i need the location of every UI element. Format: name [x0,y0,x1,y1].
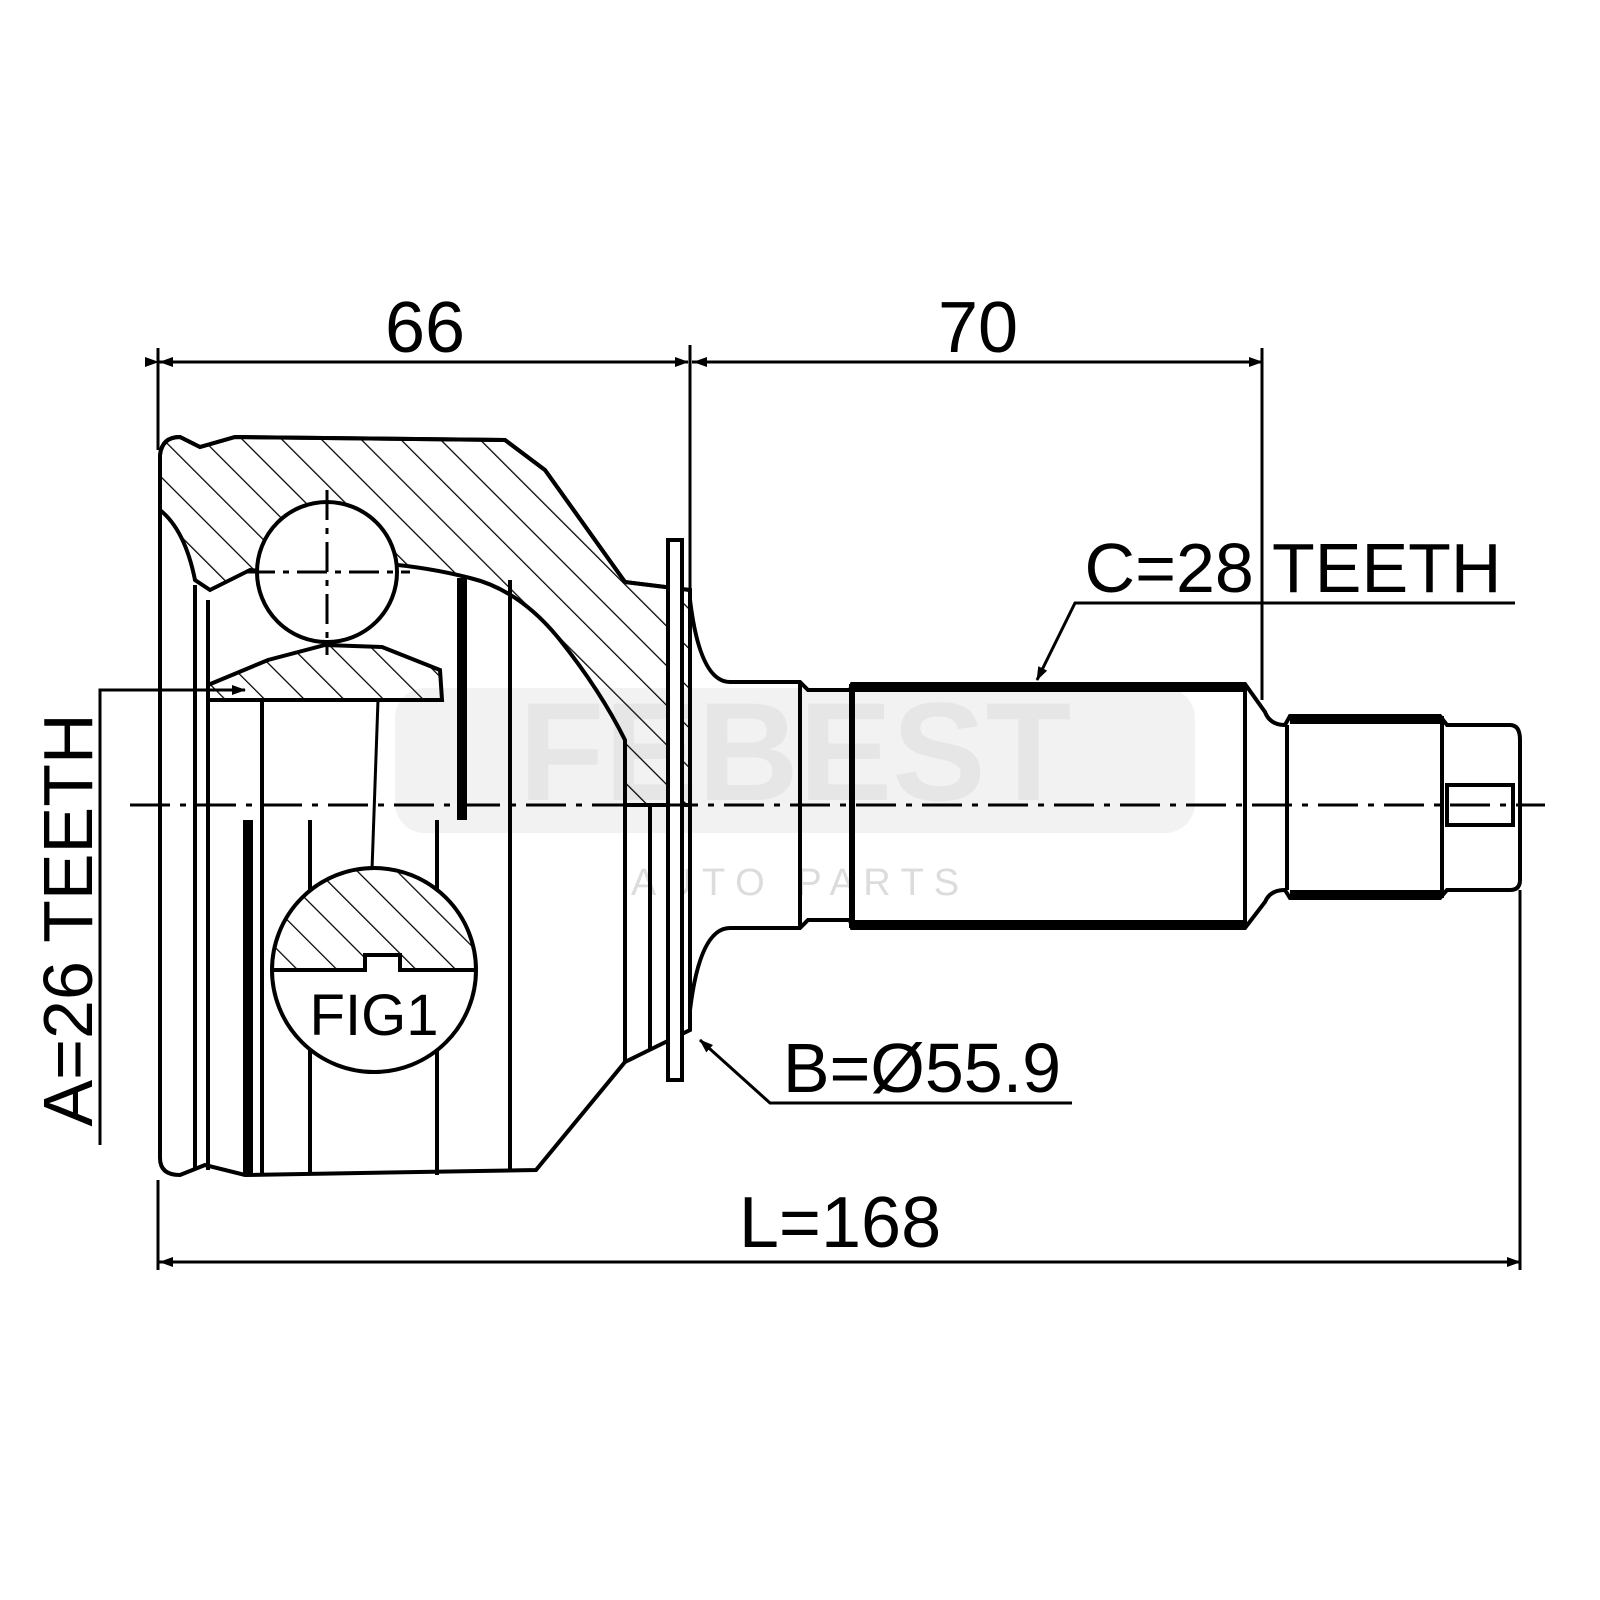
stub-shaft [688,599,1522,1011]
a-teeth-label: A=26 TEETH [29,713,107,1126]
watermark-badge [395,688,1195,833]
abs-ring [666,538,684,1082]
watermark-tagline: A U T O P A R T S [631,862,959,904]
dim-70-label: 70 [938,288,1018,368]
a-teeth-leader [98,685,246,1145]
fig1-key-profile [272,953,476,972]
watermark: FEBEST A U T O P A R T S [395,673,1195,904]
cotter-slot [1445,783,1515,827]
b-diameter-leader [698,1038,1072,1105]
dim-66-label: 66 [385,288,465,368]
outer-housing [158,434,692,1178]
c-teeth-label: C=28 TEETH [1085,529,1502,607]
dim-L-label: L=168 [739,1183,941,1263]
housing-outline [158,434,692,1178]
dimension-lines [98,345,1522,1270]
fig1-leader [370,699,380,871]
c-teeth-leader [1035,601,1515,681]
b-diameter-label: B=Ø55.9 [783,1029,1061,1107]
fig1-label: FIG1 [310,983,439,1048]
shaft-outline [688,599,1522,1011]
inner-race-hatched [206,642,445,702]
